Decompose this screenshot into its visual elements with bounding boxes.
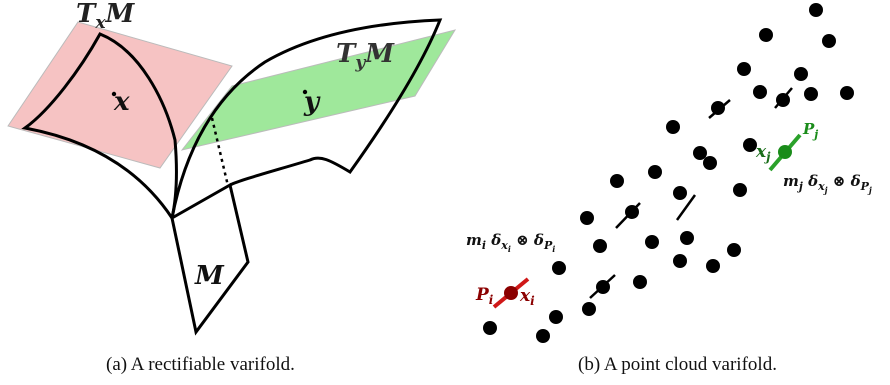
cloud-point: [743, 138, 757, 152]
tangent-segments: [589, 87, 793, 299]
highlight-point-i: [504, 286, 518, 300]
label-tangent-x: TxM: [76, 0, 136, 33]
label-mass-j: mj δxj ⊗ δPj: [783, 172, 872, 195]
cloud-point: [536, 329, 550, 343]
tangent-plane-y: [180, 29, 457, 151]
cloud-point: [727, 243, 741, 257]
cloud-point: [804, 87, 818, 101]
cloud-point: [822, 34, 836, 48]
cloud-point: [759, 28, 773, 42]
tangent-segment: [675, 194, 697, 221]
cloud-point: [633, 275, 647, 289]
cloud-point: [648, 165, 662, 179]
cloud-point: [645, 235, 659, 249]
hidden-edge: [210, 117, 230, 187]
label-point-i: xi: [519, 286, 535, 308]
tangent-plane-x: [7, 21, 233, 169]
cloud-point: [737, 62, 751, 76]
surface-right-sheet: [170, 18, 443, 219]
label-point-y: y: [303, 87, 321, 117]
cloud-point: [673, 186, 687, 200]
manifold-fold: [170, 182, 250, 336]
tangent-segment: [615, 202, 641, 229]
point-y-dot: [302, 89, 308, 95]
caption-panel-b: (b) A point cloud varifold.: [578, 354, 777, 375]
tangent-segment: [589, 274, 616, 299]
label-point-j: xj: [755, 142, 771, 164]
cloud-point: [666, 120, 680, 134]
cloud-point: [680, 231, 694, 245]
cloud-point: [809, 3, 823, 17]
cloud-point: [552, 261, 566, 275]
cloud-point: [610, 174, 624, 188]
label-point-x: x: [113, 87, 130, 117]
cloud-point: [840, 86, 854, 100]
cloud-point: [733, 183, 747, 197]
cloud-point: [582, 302, 596, 316]
point-x-dot: [111, 91, 117, 97]
caption-panel-a: (a) A rectifiable varifold.: [106, 354, 295, 375]
label-manifold: M: [194, 261, 225, 291]
tangent-segment: [774, 87, 793, 109]
cloud-point: [693, 146, 707, 160]
cloud-point: [549, 310, 563, 324]
panel-b-point-cloud-varifold: Pi xi mi δxi ⊗ δPi Pj xj mj δxj ⊗ δPj: [466, 3, 872, 343]
cloud-point: [753, 85, 767, 99]
tangent-segment: [708, 99, 731, 119]
surface-left-sheet: [21, 32, 178, 222]
cloud-point: [673, 254, 687, 268]
cloud-point: [593, 239, 607, 253]
cloud-point: [580, 211, 594, 225]
panel-a-rectifiable-varifold: TxM TyM x y M: [7, 0, 457, 336]
label-mass-i: mi δxi ⊗ δPi: [466, 231, 555, 254]
highlight-point-j: [778, 145, 792, 159]
cloud-point: [483, 321, 497, 335]
cloud-point: [703, 156, 717, 170]
label-tangent-y: TyM: [336, 39, 395, 73]
label-plane-i: Pi: [475, 285, 494, 307]
cloud-point: [794, 67, 808, 81]
point-cloud: [483, 3, 854, 343]
cloud-point: [711, 101, 725, 115]
cloud-point: [706, 259, 720, 273]
label-plane-j: Pj: [802, 120, 818, 141]
